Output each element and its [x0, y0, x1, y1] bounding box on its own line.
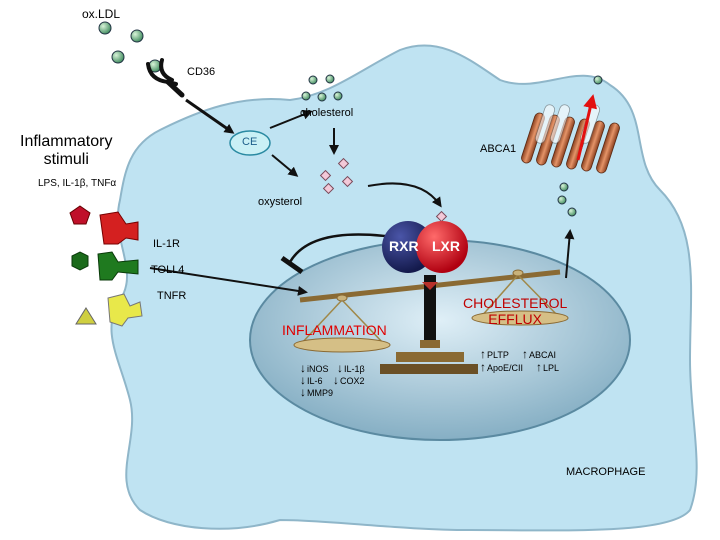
down-arrow-icon: ↓	[337, 361, 343, 375]
il1r-label: IL-1R	[153, 238, 180, 250]
pentagon-ligand-icon	[69, 205, 91, 225]
up-arrow-icon: ↑	[536, 360, 542, 374]
down-gene-il1b: ↓IL-1β	[337, 361, 365, 375]
efflux-cholesterol-dot-icon	[557, 75, 603, 217]
up-gene-apoe: ↑ApoE/CII	[480, 360, 524, 374]
lxr-label: LXR	[432, 238, 460, 254]
abca1-label: ABCA1	[480, 143, 517, 155]
cd36-to-ce-arrow	[185, 98, 235, 134]
inflammation-label: INFLAMMATION	[282, 322, 387, 338]
up-arrow-icon: ↑	[522, 347, 528, 361]
cholesterol-label: cholesterol	[300, 107, 354, 119]
receptor-to-inflammation-arrow	[149, 267, 308, 296]
ce-to-oxysterol-arrow	[271, 154, 299, 177]
stimuli-list-label: LPS, IL-1β, TNFα	[38, 178, 117, 189]
ce-to-cholesterol-arrow	[269, 109, 313, 129]
macrophage-label: MACROPHAGE	[566, 466, 646, 478]
hexagon-ligand-icon	[71, 251, 89, 271]
cholesterol-dot-icon	[301, 74, 343, 102]
oxldl-particle-icon	[98, 21, 162, 73]
triangle-ligand-icon	[75, 307, 97, 325]
toll4-receptor	[97, 251, 139, 281]
down-gene-mmp9: ↓MMP9	[300, 385, 334, 399]
down-arrow-icon: ↓	[300, 361, 306, 375]
up-gene-lpl: ↑LPL	[536, 360, 560, 374]
lxr-to-efflux-arrow	[564, 229, 575, 279]
ce-label: CE	[242, 136, 258, 148]
ce-bubble	[229, 130, 271, 156]
down-gene-il6: ↓IL-6	[300, 373, 323, 387]
cholesterol-efflux-label: CHOLESTEROL EFFLUX	[463, 295, 568, 327]
down-gene-cox2: ↓COX2	[333, 373, 365, 387]
efflux-red-arrow	[576, 94, 597, 161]
abca1-transporter-icon	[521, 104, 620, 174]
up-gene-pltp: ↑PLTP	[480, 347, 509, 361]
il1r-receptor	[99, 211, 139, 245]
oxysterol-diamond-icon	[319, 157, 448, 223]
scale-balance-icon	[293, 269, 569, 374]
cd36-label: CD36	[187, 66, 216, 78]
up-arrow-icon: ↑	[480, 360, 486, 374]
tnfr-label: TNFR	[157, 290, 187, 302]
oxysterol-label: oxysterol	[258, 196, 303, 208]
down-arrow-icon: ↓	[300, 385, 306, 399]
toll4-label: TOLL4	[151, 264, 185, 276]
up-arrow-icon: ↑	[480, 347, 486, 361]
down-arrow-icon: ↓	[333, 373, 339, 387]
up-gene-abcai: ↑ABCAI	[522, 347, 557, 361]
inhibition-bar	[280, 255, 304, 275]
down-gene-inos: ↓iNOS	[300, 361, 329, 375]
down-arrow-icon: ↓	[300, 373, 306, 387]
lxr-sphere	[416, 221, 468, 273]
rxr-label: RXR	[389, 238, 419, 254]
tnfr-receptor	[107, 293, 143, 327]
oxysterol-to-lxr-arrow	[367, 182, 442, 208]
oxldl-label: ox.LDL	[82, 7, 121, 21]
inhibition-line	[288, 233, 386, 263]
inflammatory-stimuli-label: Inflammatory stimuli	[20, 133, 113, 168]
cd36-receptor-icon	[146, 58, 185, 98]
